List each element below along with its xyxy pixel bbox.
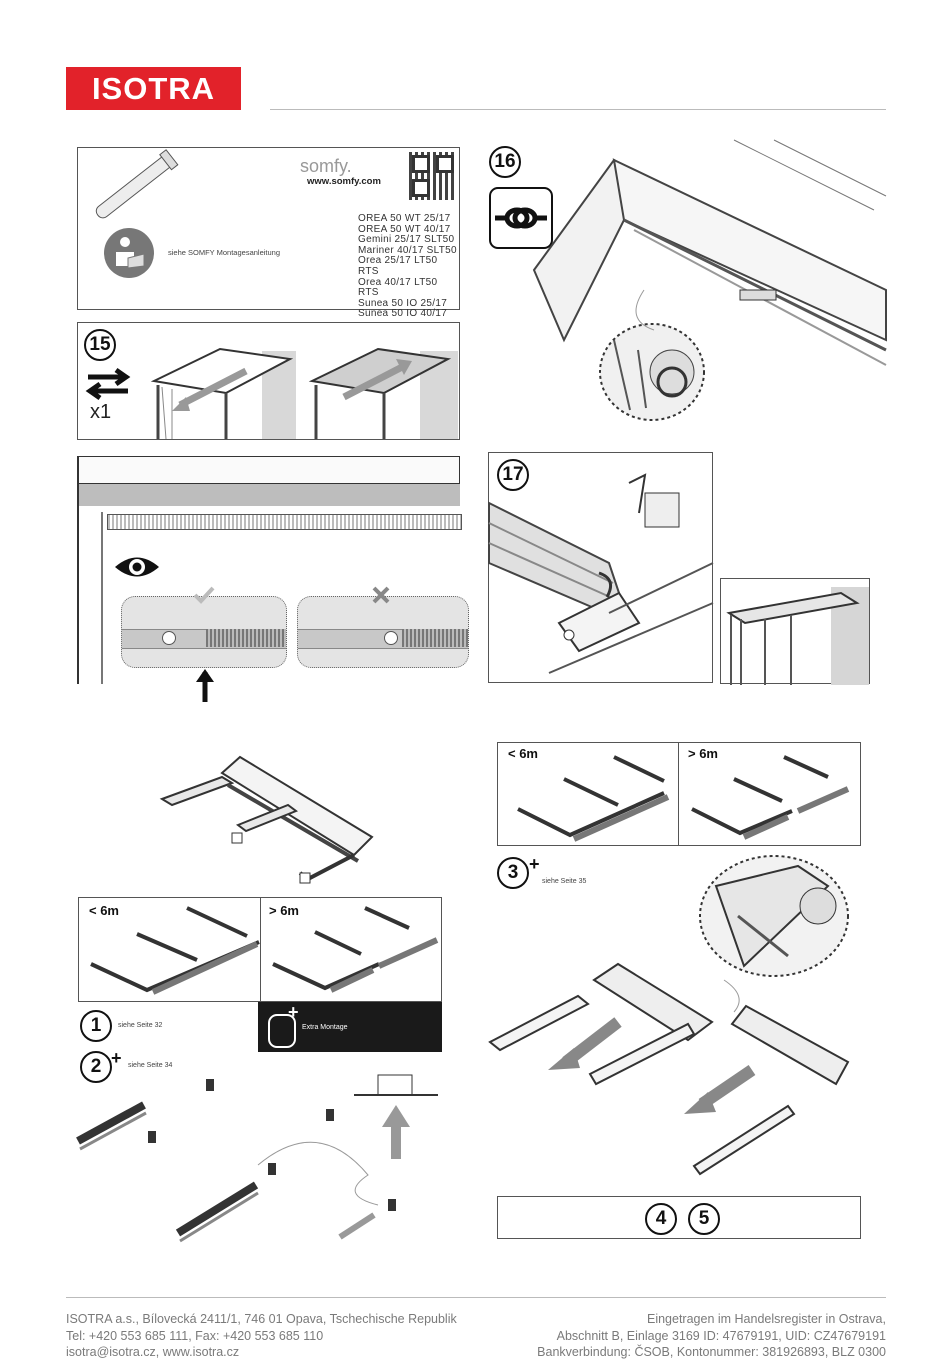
somfy-brand: somfy. (300, 156, 352, 176)
length-more-label-right: > 6m (688, 746, 718, 761)
awning-extend-illustration (308, 347, 458, 439)
model-list: OREA 50 WT 25/17 OREA 50 WT 40/17 Gemini… (358, 213, 459, 320)
knot-icon (489, 187, 553, 249)
model-item: OREA 50 WT 40/17 (358, 223, 451, 235)
footer-register: Eingetragen im Handelsregister in Ostrav… (646, 1312, 886, 1326)
model-item: Sunea 50 IO 40/17 (358, 308, 448, 320)
model-item: OREA 50 WT 25/17 (358, 213, 451, 224)
swap-arrows-icon (85, 367, 131, 401)
header-rule (270, 109, 886, 110)
footer-left: ISOTRA a.s., Bílovecká 2411/1, 746 01 Op… (66, 1311, 457, 1361)
qr-code[interactable] (409, 152, 457, 200)
step-number-15: 15 (84, 329, 116, 361)
awning-retract-illustration (150, 347, 296, 440)
length-more-label: > 6m (269, 903, 299, 918)
footer-contact[interactable]: isotra@isotra.cz, www.isotra.cz (66, 1345, 240, 1359)
model-item: Gemini 25/17 SLT50 (358, 234, 455, 246)
step-15-panel: 15 x1 (77, 322, 460, 440)
step-number-3: 3 (497, 857, 529, 889)
logo-text: ISOTRA (91, 71, 216, 106)
step-2-note: siehe Seite 34 (128, 1062, 173, 1069)
model-item: Sunea 50 IO 25/17 (358, 297, 448, 309)
footer-rule (66, 1297, 886, 1298)
correct-detail (121, 596, 287, 668)
step-16-illustration (532, 139, 887, 421)
extra-montage-label: Extra Montage (302, 1024, 348, 1031)
step-number-1: 1 (80, 1010, 112, 1042)
check-icon (193, 586, 215, 604)
model-item: Orea 40/17 LT50 RTS (358, 276, 438, 299)
step-15-count: x1 (90, 401, 112, 423)
motor-tube-illustration (95, 149, 179, 219)
extra-montage-box: + Extra Montage (258, 1002, 442, 1052)
somfy-panel: siehe SOMFY Montagesanleitung somfy. www… (77, 147, 460, 319)
cassette-assembly-illustration (488, 855, 850, 1176)
next-steps-box: 4 5 (497, 1196, 861, 1239)
frame-short-illustration-right (517, 755, 670, 842)
length-less-label: < 6m (89, 903, 119, 918)
up-arrow-icon (196, 669, 214, 702)
awning-box-illustration (726, 587, 869, 685)
footer-bank: Bankverbindung: ČSOB, Kontonummer: 38192… (537, 1345, 886, 1359)
manual-icon (104, 228, 154, 278)
profile-assembly-illustration (76, 1074, 438, 1243)
model-item: Orea 25/17 LT50 RTS (358, 255, 438, 277)
frame-long-illustration (272, 906, 439, 993)
step-number-2: 2 (80, 1051, 112, 1083)
awning-box-panel (720, 578, 870, 685)
somfy-url[interactable]: www.somfy.com (307, 176, 381, 187)
footer-right: Eingetragen im Handelsregister in Ostrav… (537, 1311, 886, 1361)
footer-ids: Abschnitt B, Einlage 3169 ID: 47679191, … (556, 1328, 886, 1343)
wrong-detail (297, 596, 469, 668)
step-number-16: 16 (489, 146, 521, 178)
left-length-panel: < 6m > 6m (78, 897, 442, 1002)
eye-icon (115, 557, 159, 577)
footer-address: ISOTRA a.s., Bílovecká 2411/1, 746 01 Op… (66, 1312, 457, 1326)
manual-note: siehe SOMFY Montagesanleitung (168, 248, 281, 257)
length-less-label-right: < 6m (508, 746, 538, 761)
step-number-4: 4 (645, 1203, 677, 1235)
frame-short-illustration (90, 906, 260, 995)
step-1-note: siehe Seite 32 (118, 1022, 163, 1029)
extra-plus: + (288, 1002, 299, 1022)
step-number-5: 5 (688, 1203, 720, 1235)
cross-icon (372, 586, 390, 604)
frame-long-illustration-right (691, 755, 850, 840)
rail-detail-panel (77, 456, 469, 702)
footer-phone: Tel: +420 553 685 111, Fax: +420 553 685… (66, 1328, 324, 1343)
step-17-illustration (488, 473, 714, 674)
step-2-plus: + (111, 1048, 122, 1068)
frame-assembly-illustration (159, 755, 374, 884)
isotra-logo: ISOTRA (66, 67, 241, 110)
step-number-17: 17 (497, 459, 529, 491)
step-17-panel: 17 (488, 452, 714, 683)
step-3-note: siehe Seite 35 (542, 878, 587, 885)
right-length-panel: < 6m > 6m (497, 742, 861, 846)
step-3-plus: + (529, 854, 540, 874)
model-item: Mariner 40/17 SLT50 (358, 244, 457, 256)
